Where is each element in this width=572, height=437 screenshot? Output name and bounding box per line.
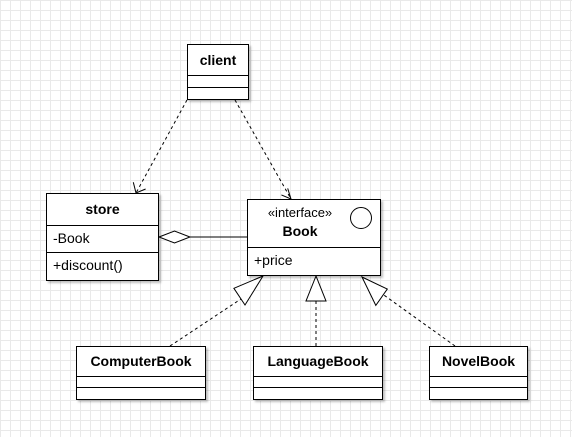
attributes-compartment: -Book (47, 225, 158, 252)
stereotype-label: «interface» (267, 205, 333, 220)
interface-book[interactable]: «interface» Book +price (247, 199, 381, 276)
operations-compartment (77, 387, 205, 398)
dependency-client-book[interactable] (234, 99, 292, 200)
class-computerbook[interactable]: ComputerBook (76, 346, 206, 400)
aggregation-diamond (157, 230, 192, 244)
class-name: NovelBook (441, 353, 516, 369)
attribute: +price (254, 252, 293, 268)
class-languagebook[interactable]: LanguageBook (253, 346, 383, 400)
class-name: store (85, 201, 120, 217)
class-store[interactable]: store -Book +discount() (46, 193, 159, 281)
dependency-client-store[interactable] (132, 99, 188, 194)
realization-computerbook-book[interactable] (169, 274, 265, 347)
attribute: -Book (53, 230, 90, 246)
operation: +discount() (53, 257, 123, 273)
realization-triangle (233, 274, 265, 306)
class-name: ComputerBook (90, 353, 192, 369)
attributes-compartment (77, 376, 205, 387)
attributes-compartment (430, 376, 527, 387)
realization-novelbook-book[interactable] (360, 275, 456, 347)
operations-compartment: +discount() (47, 252, 158, 279)
interface-icon (350, 207, 372, 229)
class-name: LanguageBook (267, 353, 369, 369)
operations-compartment (188, 87, 248, 98)
open-arrowhead (132, 182, 146, 194)
class-novelbook[interactable]: NovelBook (429, 346, 528, 400)
attributes-compartment (254, 376, 382, 387)
realization-triangle (305, 274, 327, 302)
class-name: Book (282, 223, 318, 239)
attributes-compartment: +price (248, 247, 380, 274)
class-name: client (199, 52, 237, 68)
attributes-compartment (188, 75, 248, 87)
operations-compartment (430, 387, 527, 398)
realization-triangle (360, 275, 389, 307)
class-client[interactable]: client (187, 44, 249, 100)
realization-languagebook-book[interactable] (305, 274, 327, 346)
interface-header: «interface» Book (248, 200, 380, 247)
operations-compartment (254, 387, 382, 398)
aggregation-store-book[interactable] (157, 230, 247, 244)
